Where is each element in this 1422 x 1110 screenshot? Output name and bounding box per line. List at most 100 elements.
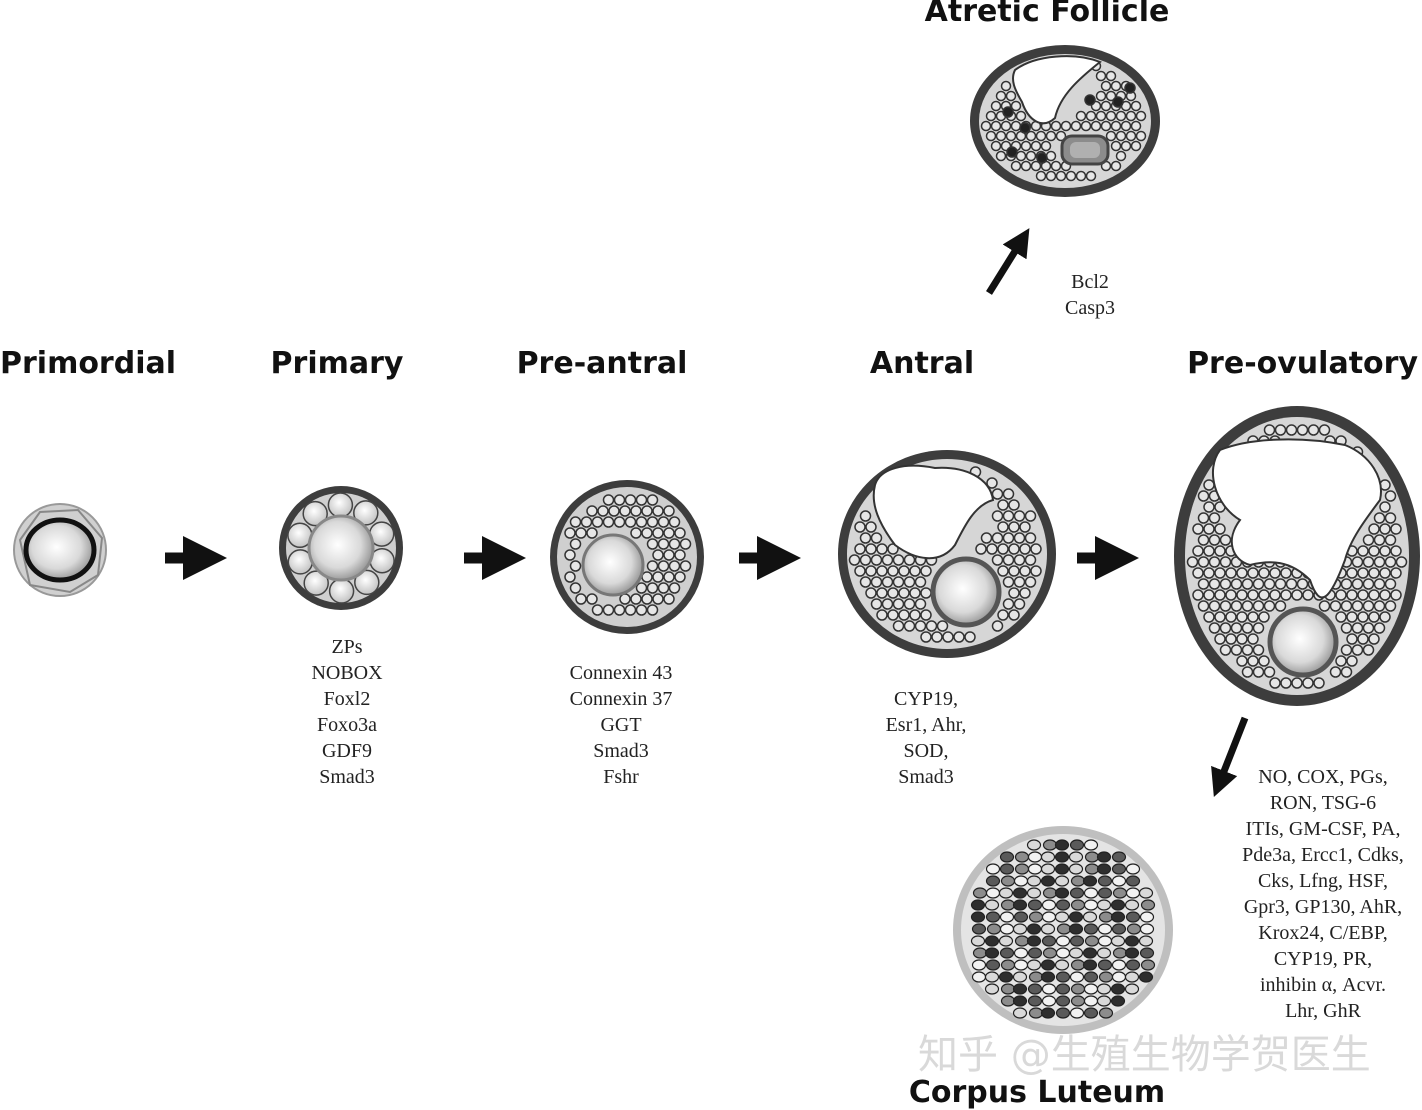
gene-label: inhibin α, Acvr.	[1260, 974, 1386, 996]
oocyte	[581, 533, 645, 597]
granulosa-cell	[1219, 578, 1232, 590]
gene-label: ZPs	[331, 636, 362, 658]
granulosa-cell	[1115, 150, 1127, 162]
granulosa-cell	[1225, 567, 1237, 579]
luteal-cell	[1084, 851, 1100, 863]
granulosa-cell	[1230, 622, 1243, 634]
granulosa-cell	[1274, 578, 1287, 590]
granulosa-cell	[1280, 567, 1292, 579]
luteal-cell	[1012, 1007, 1028, 1019]
luteal-cell	[998, 935, 1014, 947]
luteal-cell	[1096, 947, 1112, 959]
granulosa-cell	[1362, 644, 1375, 656]
granulosa-cell	[909, 565, 921, 577]
granulosa-cell	[1197, 512, 1210, 524]
luteal-cell	[1070, 995, 1086, 1007]
granulosa-cell	[1384, 578, 1397, 590]
granulosa-cell	[1346, 655, 1358, 667]
luteal-cell	[1139, 923, 1155, 935]
luteal-cell	[1097, 935, 1113, 947]
granulosa-cell	[668, 582, 681, 594]
granulosa-cell	[1013, 510, 1026, 522]
granulosa-cell	[1357, 611, 1369, 623]
granulosa-cell	[1084, 94, 1096, 106]
granulosa-cell	[859, 554, 872, 566]
granulosa-cell	[652, 593, 664, 605]
granulosa-cell	[881, 598, 894, 610]
luteal-cell	[1096, 983, 1112, 995]
granulosa-cell	[652, 505, 664, 517]
antrum	[1012, 55, 1102, 125]
granulosa-cell	[1247, 589, 1259, 601]
granulosa-cell	[1368, 567, 1380, 579]
gene-label: Lhr, GhR	[1285, 1000, 1362, 1022]
granulosa-cell	[1219, 644, 1232, 656]
granulosa-cell	[1285, 424, 1298, 436]
granulosa-cell	[1214, 589, 1226, 601]
luteal-cell	[1096, 851, 1112, 863]
granulosa-cell	[942, 631, 954, 643]
luteal-cell	[984, 971, 1000, 983]
granulosa-cell	[876, 565, 888, 577]
luteal-cell	[1125, 887, 1141, 899]
granulosa-cell	[887, 587, 899, 599]
granulosa-cell	[876, 609, 888, 621]
luteal-cell	[1041, 995, 1057, 1007]
granulosa-cell	[997, 609, 1009, 621]
granulosa-cell	[1130, 100, 1142, 112]
luteal-cell	[1012, 983, 1028, 995]
title-corpus-luteum: Corpus Luteum	[909, 1075, 1165, 1110]
granulosa-cell	[991, 510, 1004, 522]
granulosa-cell	[1208, 512, 1221, 524]
granulosa-cell	[1020, 140, 1032, 152]
gene-label: Smad3	[898, 766, 954, 788]
granulosa-cell	[1100, 120, 1112, 132]
granulosa-cell	[1214, 545, 1226, 557]
luteal-cell	[970, 911, 986, 923]
granulosa-cell	[865, 521, 877, 533]
granulosa-cell	[1214, 611, 1226, 623]
luteal-cell	[1054, 959, 1070, 971]
granulosa-cell	[1280, 589, 1292, 601]
granulosa-cell	[1219, 600, 1232, 612]
luteal-cell	[1042, 839, 1058, 851]
granulosa-cell	[1269, 567, 1281, 579]
granulosa-cell	[575, 527, 587, 539]
granulosa-cell	[641, 505, 653, 517]
granulosa-cell	[602, 494, 615, 506]
granulosa-cell	[1197, 600, 1210, 612]
luteal-cell	[1098, 971, 1114, 983]
title-atretic: Atretic Follicle	[925, 0, 1170, 29]
luteal-cell	[1139, 947, 1155, 959]
luteal-cell	[1112, 947, 1128, 959]
gene-label: Fshr	[603, 766, 639, 788]
luteal-cell	[970, 899, 986, 911]
luteal-cell	[1026, 887, 1042, 899]
luteal-cell	[998, 887, 1014, 899]
corpus-luteum	[953, 826, 1173, 1034]
granulosa-cell	[564, 549, 576, 561]
granulosa-cell	[1124, 82, 1136, 94]
granulosa-cell	[646, 604, 659, 616]
granulosa-cell	[1384, 534, 1397, 546]
genes-primary: ZPs NOBOX Foxl2 Foxo3a GDF9 Smad3	[311, 636, 383, 788]
granulosa-cell	[1115, 110, 1127, 122]
gene-label: CYP19, PR,	[1274, 948, 1372, 970]
granulosa-cell	[1075, 110, 1087, 122]
granulosa-cell	[1030, 543, 1042, 555]
granulosa-cell	[986, 543, 998, 555]
granulosa-cell	[1000, 80, 1012, 92]
granulosa-cell	[903, 576, 916, 588]
granulosa-cell	[1258, 611, 1270, 623]
granulosa-cell	[624, 516, 637, 528]
granulosa-cell	[635, 494, 648, 506]
granulosa-cell	[1340, 666, 1353, 678]
luteal-cell	[1069, 887, 1085, 899]
granulosa-cell	[1024, 576, 1037, 588]
granulosa-cell	[591, 604, 604, 616]
granulosa-cell	[1013, 598, 1026, 610]
luteal-cell	[1040, 959, 1056, 971]
granulosa-cell	[1085, 110, 1097, 122]
granulosa-cell	[1010, 100, 1022, 112]
luteal-cell	[1028, 971, 1044, 983]
